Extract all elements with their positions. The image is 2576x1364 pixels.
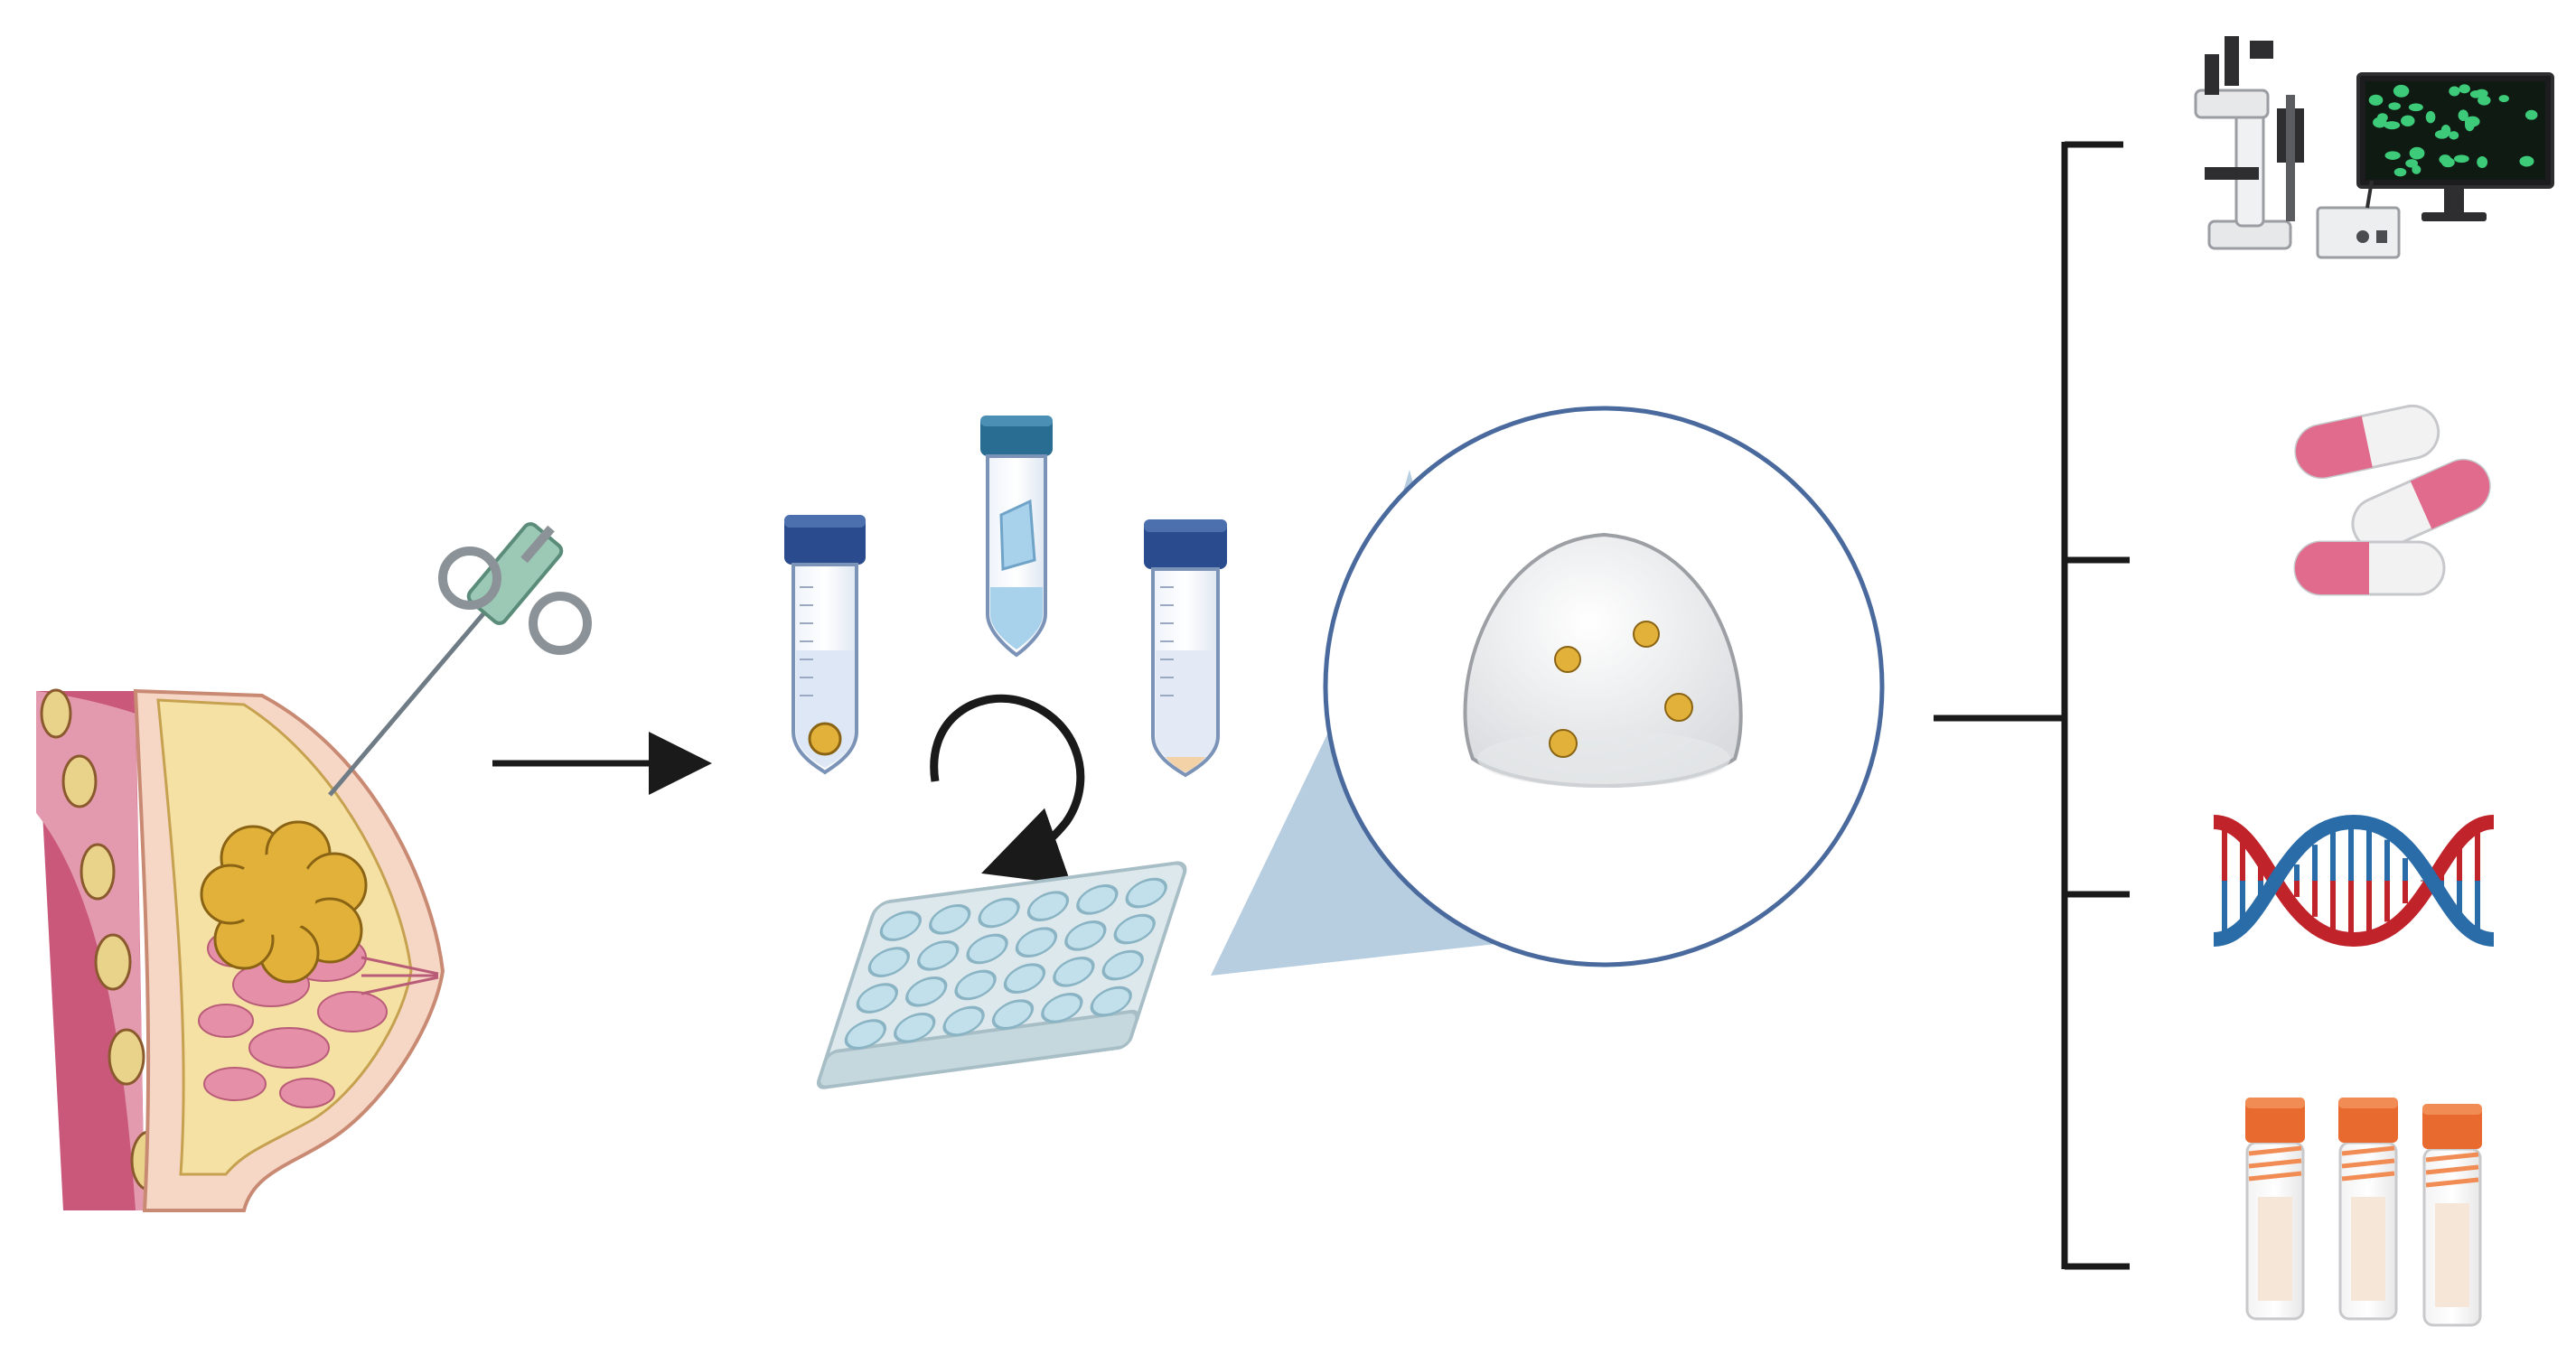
fluorescent-cell (2449, 86, 2460, 97)
fluorescent-cell (2465, 118, 2475, 132)
fluorescent-cell (2458, 109, 2468, 122)
plate-well (1101, 949, 1144, 981)
microscope-monitor-icon (2194, 36, 2554, 259)
tube-with-pellet (784, 515, 866, 775)
tube-with-sediment (1144, 519, 1227, 778)
fluorescent-cell (2376, 113, 2388, 123)
fluorescent-cell (2401, 115, 2415, 126)
well-plate-icon (816, 861, 1187, 1089)
fluorescent-cell (2384, 151, 2401, 160)
application-bracket (1934, 141, 2130, 1270)
plate-well (978, 897, 1020, 929)
capsules-icon (2293, 404, 2491, 596)
fluorescent-cell (2449, 131, 2459, 140)
tube-with-tissue (980, 416, 1053, 658)
fluorescent-cell (2384, 121, 2401, 130)
fluorescent-cell (2477, 155, 2488, 168)
matrigel-dome-icon (1323, 406, 1885, 967)
fluorescent-cell (2409, 146, 2425, 160)
plate-well (856, 983, 898, 1014)
organoid-spheres (1549, 621, 1693, 758)
breast-tumor-biopsy-icon (36, 522, 592, 1212)
fluorescent-cell (2478, 95, 2491, 106)
fluorescent-cell (2498, 95, 2509, 103)
plate-well (942, 1005, 985, 1037)
fluorescent-cell (2412, 164, 2421, 174)
plate-well (867, 947, 910, 977)
fluorescent-cell (2368, 94, 2384, 106)
fluorescent-cell (2408, 103, 2423, 112)
fluorescent-cell (2459, 84, 2470, 94)
fluorescent-cell (2441, 157, 2455, 168)
plate-well (1041, 993, 1083, 1023)
plate-well (991, 999, 1035, 1030)
plate-well (1003, 963, 1046, 994)
plate-well (1015, 927, 1058, 958)
fluorescent-cell (2469, 89, 2483, 98)
circular-process-arrow (930, 694, 1085, 885)
dna-helix-icon (2213, 814, 2495, 948)
tumor-mass (200, 820, 368, 984)
plate-well (905, 976, 948, 1007)
fluorescent-cell (2434, 129, 2450, 139)
biopsy-needle (328, 522, 592, 797)
plate-well (894, 1012, 936, 1043)
cryovial (2338, 1098, 2398, 1321)
plate-well (1113, 913, 1156, 945)
plate-well (917, 939, 960, 971)
plate-well (1076, 884, 1119, 915)
plate-well (1026, 891, 1070, 921)
cryovial (2245, 1098, 2305, 1321)
centrifuge-tubes-icon (784, 416, 1227, 885)
plate-well (1053, 957, 1095, 987)
plate-well (929, 903, 971, 935)
plate-well (1064, 920, 1107, 951)
fluorescent-cell (2453, 154, 2469, 163)
fluorescent-cell (2425, 110, 2436, 124)
plate-well (1125, 877, 1167, 909)
plate-well (954, 969, 997, 1001)
fluorescent-cell (2524, 109, 2538, 120)
fluorescent-cell (2394, 86, 2405, 94)
plate-well (966, 933, 1008, 965)
plate-well (844, 1019, 886, 1050)
fluorescent-cell (2393, 167, 2407, 177)
cryovials-icon (2245, 1098, 2482, 1327)
fluorescent-cell (2519, 155, 2534, 167)
fluorescent-cell (2388, 102, 2401, 110)
plate-well (1090, 986, 1132, 1017)
plate-well (879, 911, 922, 941)
cryovial (2422, 1104, 2482, 1327)
